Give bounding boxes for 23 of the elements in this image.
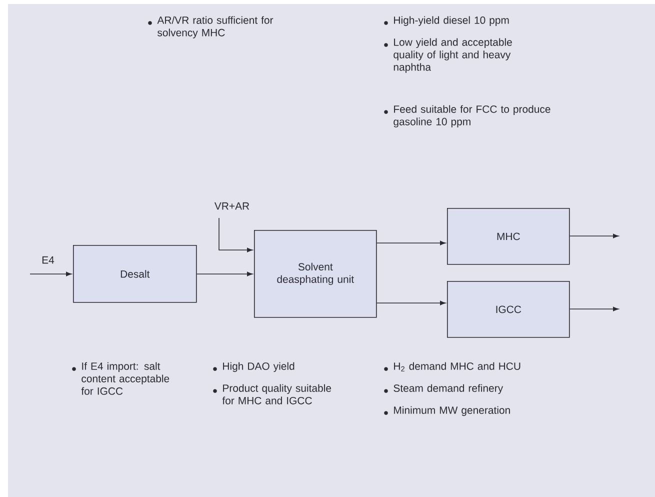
bullet-item: High-yield diesel 10 ppm xyxy=(384,16,509,26)
arrow xyxy=(569,234,619,238)
bullet-item: Minimum MW generation xyxy=(384,406,510,416)
arrow xyxy=(196,272,253,276)
bullet-item: Product quality suitable for MHC and IGCC xyxy=(213,384,332,404)
bullet-item: Low yield and acceptable quality of light and heavy naphtha xyxy=(384,38,512,73)
arrow xyxy=(569,306,619,312)
process-box: MHC xyxy=(447,208,570,265)
arrow xyxy=(218,218,253,252)
arrow xyxy=(376,300,446,306)
process-box: IGCC xyxy=(447,281,570,338)
bullet-item: High DAO yield xyxy=(213,362,294,372)
arrow xyxy=(376,240,446,246)
bullet-item: If E4 import: salt content acceptable for IGCC xyxy=(72,362,170,395)
edge-label: VR+AR xyxy=(214,202,250,210)
bullet-item: Feed suitable for FCC to produce gasoline 10 ppm xyxy=(384,105,550,128)
bullet-item: AR/VR ratio sufficient for solvency MHC xyxy=(148,16,274,38)
bullet-item: Steam demand refinery xyxy=(384,384,504,394)
process-box: Solvent deasphating unit xyxy=(254,230,377,318)
process-box: Desalt xyxy=(73,245,197,303)
arrow xyxy=(30,272,72,276)
edge-label: E4 xyxy=(42,256,54,264)
bullet-item: H$_{2}$ demand MHC and HCU xyxy=(384,362,520,372)
